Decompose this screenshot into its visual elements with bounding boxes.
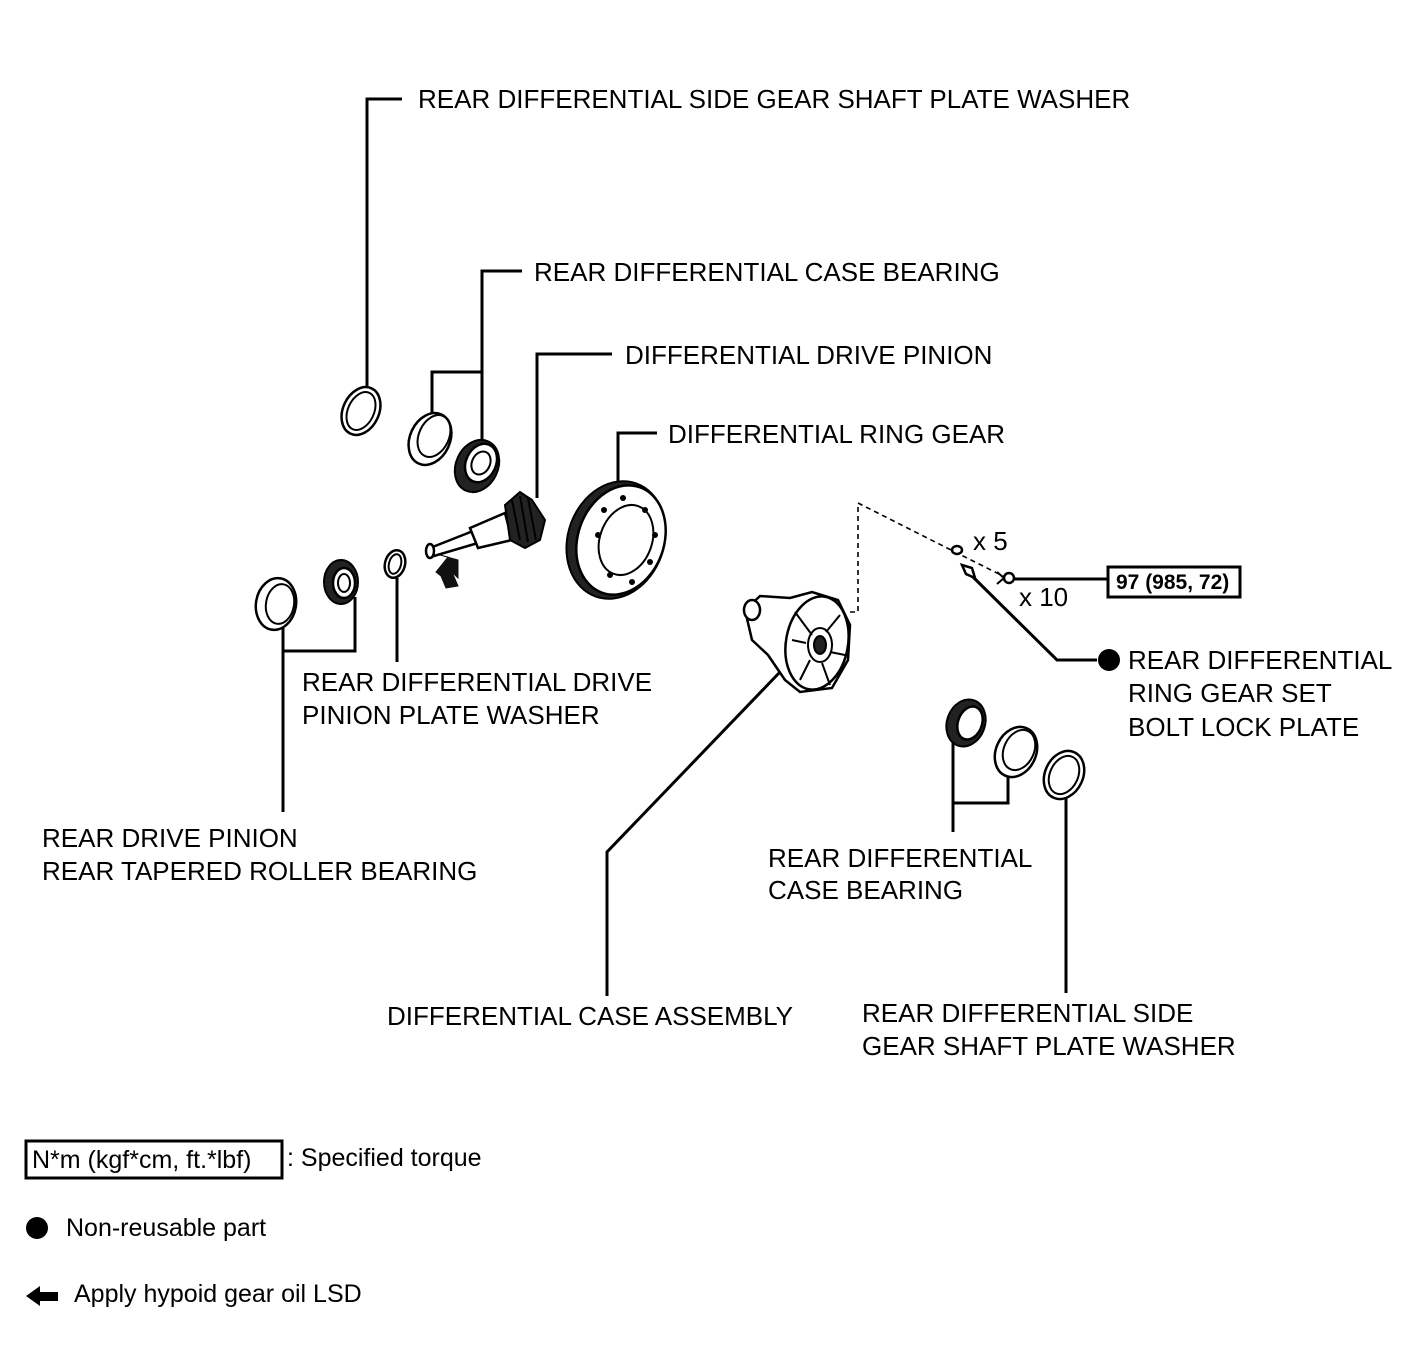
legend: N*m (kgf*cm, ft.*lbf) : Specified torque… — [24, 1139, 482, 1308]
tapered-roller-bearing-race — [254, 576, 298, 632]
label-lock-plate-line1: REAR DIFFERENTIAL — [1128, 645, 1392, 675]
label-pinion-plate-washer-line2: PINION PLATE WASHER — [302, 700, 600, 730]
case-bearing-cone-bottom — [945, 698, 987, 748]
drive-pinion-part — [424, 490, 547, 560]
legend-torque-box — [24, 1139, 284, 1180]
label-pinion-plate-washer-line1: REAR DIFFERENTIAL DRIVE — [302, 667, 652, 697]
label-roller-bearing-line1: REAR DRIVE PINION — [42, 823, 298, 853]
label-case-bearing-bottom-line2: CASE BEARING — [768, 875, 963, 905]
side-gear-plate-washer-bottom — [1042, 749, 1086, 801]
case-bearing-cone-top — [453, 438, 501, 494]
label-side-gear-washer-top: REAR DIFFERENTIAL SIDE GEAR SHAFT PLATE … — [418, 84, 1130, 114]
case-bearing-race-top — [407, 411, 453, 467]
drive-pinion-plate-washer-part — [383, 548, 407, 580]
label-case-bearing-bottom-line1: REAR DIFFERENTIAL — [768, 843, 1032, 873]
hypoid-oil-arrow-icon — [435, 554, 459, 589]
legend-oil-arrow-icon — [26, 1286, 58, 1306]
lock-plate-part — [950, 544, 977, 581]
label-side-gear-washer-bottom-line2: GEAR SHAFT PLATE WASHER — [862, 1031, 1236, 1061]
non-reusable-marker-icon — [1098, 649, 1120, 671]
label-drive-pinion: DIFFERENTIAL DRIVE PINION — [625, 340, 992, 370]
label-side-gear-washer-bottom-line1: REAR DIFFERENTIAL SIDE — [862, 998, 1193, 1028]
leader-lines — [281, 97, 1107, 996]
tapered-roller-bearing-cone — [323, 559, 359, 605]
label-lock-plate-line2: RING GEAR SET — [1128, 678, 1332, 708]
ring-gear-part — [565, 480, 667, 600]
label-lock-plate-qty: x 5 — [973, 526, 1008, 556]
legend-torque-unit: N*m (kgf*cm, ft.*lbf) — [32, 1146, 251, 1174]
case-bearing-race-bottom — [993, 725, 1039, 779]
torque-box — [1106, 565, 1242, 599]
side-gear-plate-washer-top — [340, 385, 382, 437]
legend-non-reusable-icon — [26, 1217, 48, 1239]
legend-non-reusable: Non-reusable part — [66, 1214, 266, 1242]
label-ring-gear: DIFFERENTIAL RING GEAR — [668, 419, 1005, 449]
differential-case-part — [742, 590, 852, 694]
label-lock-plate-line3: BOLT LOCK PLATE — [1128, 712, 1359, 742]
label-bolt-qty: x 10 — [1019, 582, 1068, 612]
label-roller-bearing-line2: REAR TAPERED ROLLER BEARING — [42, 856, 477, 886]
legend-apply-oil: Apply hypoid gear oil LSD — [74, 1280, 362, 1308]
torque-value: 97 (985, 72) — [1116, 571, 1229, 594]
ring-gear-bolt-part — [996, 571, 1016, 585]
label-case-assembly: DIFFERENTIAL CASE ASSEMBLY — [387, 1001, 793, 1031]
label-case-bearing-top: REAR DIFFERENTIAL CASE BEARING — [534, 257, 1000, 287]
legend-torque-desc: : Specified torque — [287, 1144, 482, 1172]
